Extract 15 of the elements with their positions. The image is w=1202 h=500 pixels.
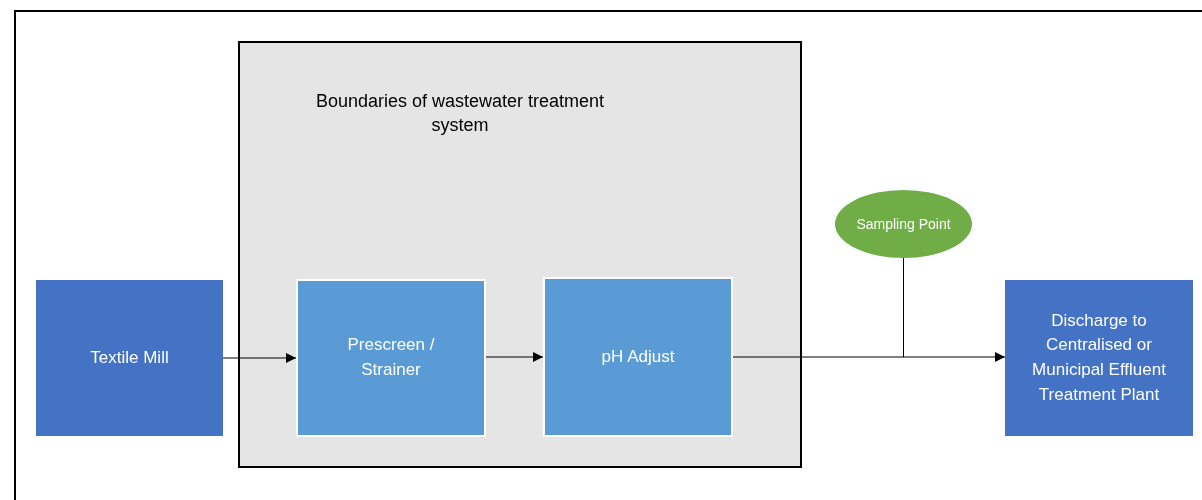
process-box bbox=[1005, 280, 1193, 436]
arrow bbox=[485, 352, 544, 362]
connector-line bbox=[903, 257, 904, 358]
process-box bbox=[36, 280, 223, 436]
arrow bbox=[222, 353, 297, 363]
node-label: Prescreen / Strainer bbox=[346, 334, 436, 381]
system-boundary-box bbox=[238, 41, 802, 468]
node-label: Textile Mill bbox=[89, 346, 170, 369]
node-label: Boundaries of wastewater treatment system bbox=[314, 90, 606, 138]
node-label: pH Adjust bbox=[600, 345, 676, 368]
process-box bbox=[296, 279, 486, 437]
process-box bbox=[543, 277, 733, 437]
node-label: Discharge to Centralised or Municipal Effluent Treatment Plant bbox=[1031, 309, 1167, 406]
node-label: Sampling Point bbox=[855, 214, 952, 234]
arrow bbox=[732, 352, 1006, 362]
